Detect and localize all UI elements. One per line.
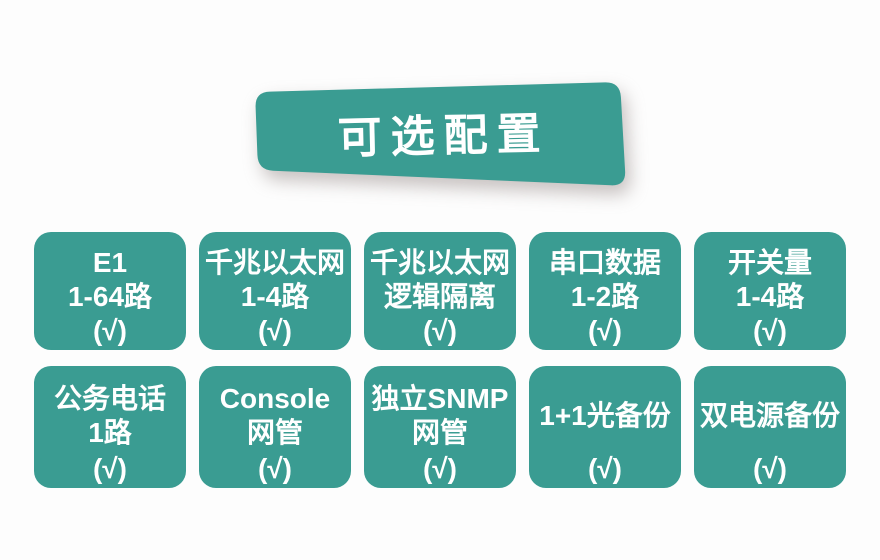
feature-line: 公务电话 [53, 383, 166, 414]
feature-card-title: 千兆以太网 1-4路 [199, 246, 351, 314]
feature-card-snmp: 独立SNMP 网管 (√) [364, 366, 516, 488]
feature-line: 串口数据 [548, 247, 661, 278]
feature-cards-grid: E1 1-64路 (√) 千兆以太网 1-4路 (√) 千兆以太网 逻辑隔离 (… [34, 232, 846, 488]
availability-check: (√) [422, 453, 457, 484]
feature-line: 1路 [88, 417, 132, 448]
feature-card-optical-backup: 1+1光备份 (√) [529, 366, 681, 488]
feature-line: E1 [92, 247, 128, 278]
feature-line: 开关量 [727, 247, 812, 278]
availability-check: (√) [257, 453, 292, 484]
feature-line: 千兆以太网 [204, 247, 345, 278]
feature-card-serial: 串口数据 1-2路 (√) [529, 232, 681, 350]
feature-line: Console [219, 383, 331, 414]
banner-plate [255, 82, 626, 186]
availability-check: (√) [92, 315, 127, 346]
feature-line: 双电源备份 [699, 400, 840, 431]
feature-card-phone: 公务电话 1路 (√) [34, 366, 186, 488]
feature-card-title: 开关量 1-4路 [694, 246, 846, 314]
feature-card-dual-power: 双电源备份 (√) [694, 366, 846, 488]
feature-line: 1-2路 [570, 281, 640, 312]
feature-card-switch-signal: 开关量 1-4路 (√) [694, 232, 846, 350]
availability-check: (√) [92, 453, 127, 484]
feature-card-e1: E1 1-64路 (√) [34, 232, 186, 350]
feature-line: 网管 [246, 417, 303, 448]
feature-line: 1-4路 [240, 281, 310, 312]
banner-shape [255, 82, 626, 186]
feature-line: 1+1光备份 [539, 400, 671, 431]
availability-check: (√) [587, 315, 622, 346]
feature-line: 1-4路 [735, 281, 805, 312]
availability-check: (√) [587, 453, 622, 484]
feature-card-title: 千兆以太网 逻辑隔离 [364, 246, 516, 314]
feature-card-gige: 千兆以太网 1-4路 (√) [199, 232, 351, 350]
page-title: 可选配置 [337, 109, 551, 164]
feature-card-title: E1 1-64路 [34, 246, 186, 314]
feature-line: 千兆以太网 [369, 247, 510, 278]
feature-card-title: Console 网管 [199, 380, 351, 452]
feature-line: 独立SNMP [371, 383, 509, 414]
feature-line: 1-64路 [67, 281, 153, 312]
availability-check: (√) [257, 315, 292, 346]
feature-card-gige-isolation: 千兆以太网 逻辑隔离 (√) [364, 232, 516, 350]
availability-check: (√) [752, 453, 787, 484]
feature-card-title: 独立SNMP 网管 [364, 380, 516, 452]
feature-line: 逻辑隔离 [383, 281, 496, 312]
feature-card-title: 1+1光备份 [529, 380, 681, 452]
feature-card-title: 公务电话 1路 [34, 380, 186, 452]
availability-check: (√) [422, 315, 457, 346]
availability-check: (√) [752, 315, 787, 346]
feature-card-console: Console 网管 (√) [199, 366, 351, 488]
feature-line: 网管 [411, 417, 468, 448]
feature-card-title: 串口数据 1-2路 [529, 246, 681, 314]
feature-card-title: 双电源备份 [694, 380, 846, 452]
